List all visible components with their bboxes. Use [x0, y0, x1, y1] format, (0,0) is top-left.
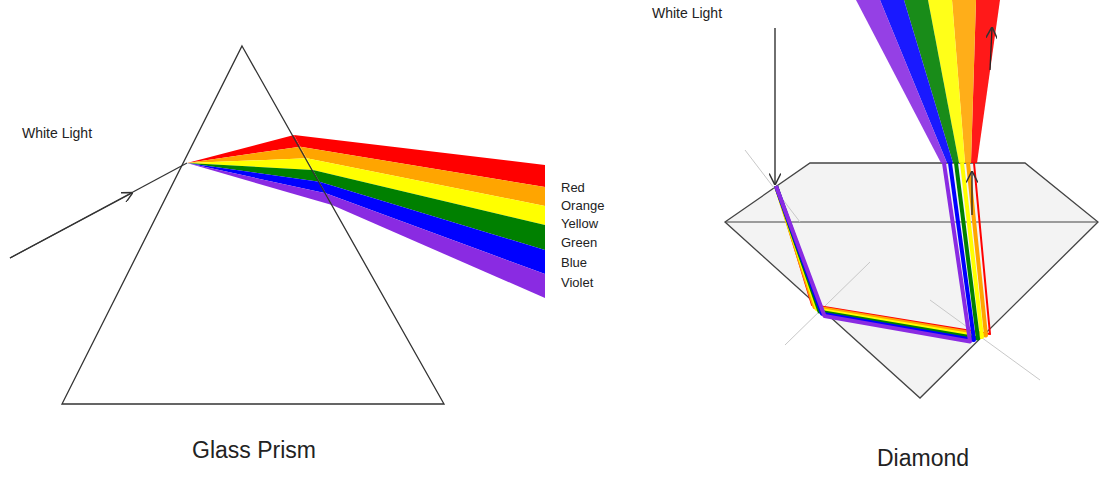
color-label: Red: [561, 181, 585, 195]
light-label: White Light: [652, 6, 722, 21]
spectrum-band: [326, 193, 545, 298]
glass-prism: [10, 46, 545, 404]
exit-band: [880, 0, 953, 163]
exit-band: [971, 0, 1000, 163]
color-label: Orange: [561, 199, 604, 213]
prism-outline: [62, 46, 444, 404]
inner-band: [187, 163, 332, 205]
color-label: Violet: [561, 276, 593, 290]
normal-lines: [745, 150, 1040, 380]
color-label: Blue: [561, 256, 587, 270]
ray-arrow: [990, 28, 992, 70]
dispersion-fan: [187, 135, 545, 298]
color-label: Green: [561, 236, 597, 250]
caption: Diamond: [877, 446, 969, 471]
internal-ray: [776, 163, 982, 337]
diamond-outline: [725, 163, 1098, 398]
light-label: White Light: [22, 126, 92, 141]
internal-ray: [776, 163, 970, 342]
dispersed-rays: [776, 0, 1000, 342]
ray-arrow: [10, 193, 132, 258]
girdle-line: [725, 221, 1098, 222]
exit-band: [856, 0, 947, 163]
internal-ray: [776, 163, 974, 340]
incoming-ray: [10, 163, 187, 258]
color-label: Yellow: [561, 217, 598, 231]
incoming-ray: [774, 28, 775, 184]
spectrum-band: [319, 182, 545, 274]
caption: Glass Prism: [192, 438, 316, 463]
ray-arrow: [971, 172, 972, 215]
diamond: [725, 0, 1098, 398]
